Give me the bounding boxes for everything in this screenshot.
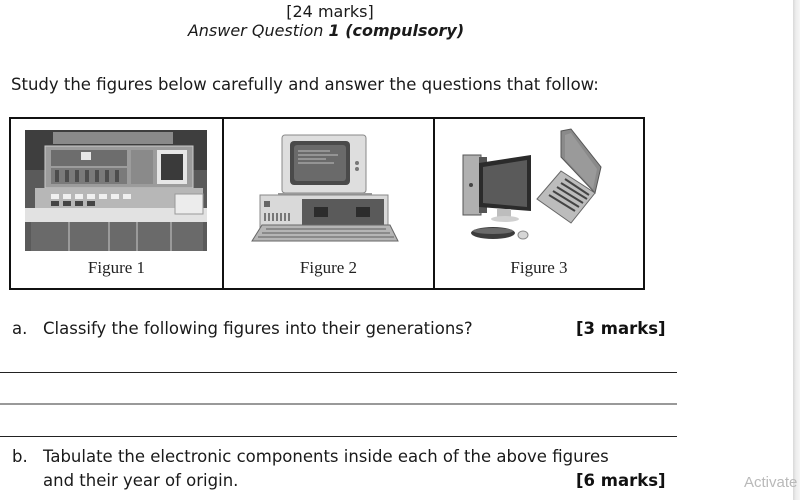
- total-marks: [24 marks]: [286, 2, 374, 21]
- question-a-marks: [3 marks]: [576, 319, 666, 338]
- figure-3-caption: Figure 3: [510, 258, 568, 277]
- figure-3-modern-computers-image: [462, 128, 602, 240]
- activate-windows-watermark: Activate: [744, 474, 798, 491]
- figure-1-cell: Figure 1: [11, 119, 222, 288]
- question-number: 1: [328, 21, 340, 40]
- answer-line-2[interactable]: [0, 403, 677, 405]
- figure-1-caption: Figure 1: [87, 258, 146, 277]
- question-b-marks: [6 marks]: [576, 471, 666, 490]
- figures-table: Figure 1: [9, 117, 645, 290]
- compulsory-note: (compulsory): [339, 21, 465, 40]
- answer-instruction: Answer Question 1 (compulsory): [0, 21, 652, 40]
- question-b-text-line2: and their year of origin.: [43, 471, 239, 490]
- answer-prefix: Answer Question: [187, 21, 329, 40]
- figure-2-personal-computer-image: [251, 134, 399, 242]
- question-b-text-line1: Tabulate the electronic components insid…: [43, 447, 609, 466]
- figure-1-mainframe-image: [25, 130, 207, 251]
- figure-2-cell: Figure 2: [222, 119, 433, 288]
- figure-3-cell: Figure 3: [433, 119, 643, 288]
- question-a-text: Classify the following figures into thei…: [43, 319, 473, 338]
- question-b-label: b.: [12, 447, 28, 466]
- answer-line-1[interactable]: [0, 372, 677, 373]
- figure-2-caption: Figure 2: [299, 258, 358, 277]
- page-edge-scrollbar[interactable]: [793, 0, 800, 500]
- study-instruction: Study the figures below carefully and an…: [11, 75, 599, 94]
- question-a-label: a.: [12, 319, 28, 338]
- answer-line-3[interactable]: [0, 436, 677, 437]
